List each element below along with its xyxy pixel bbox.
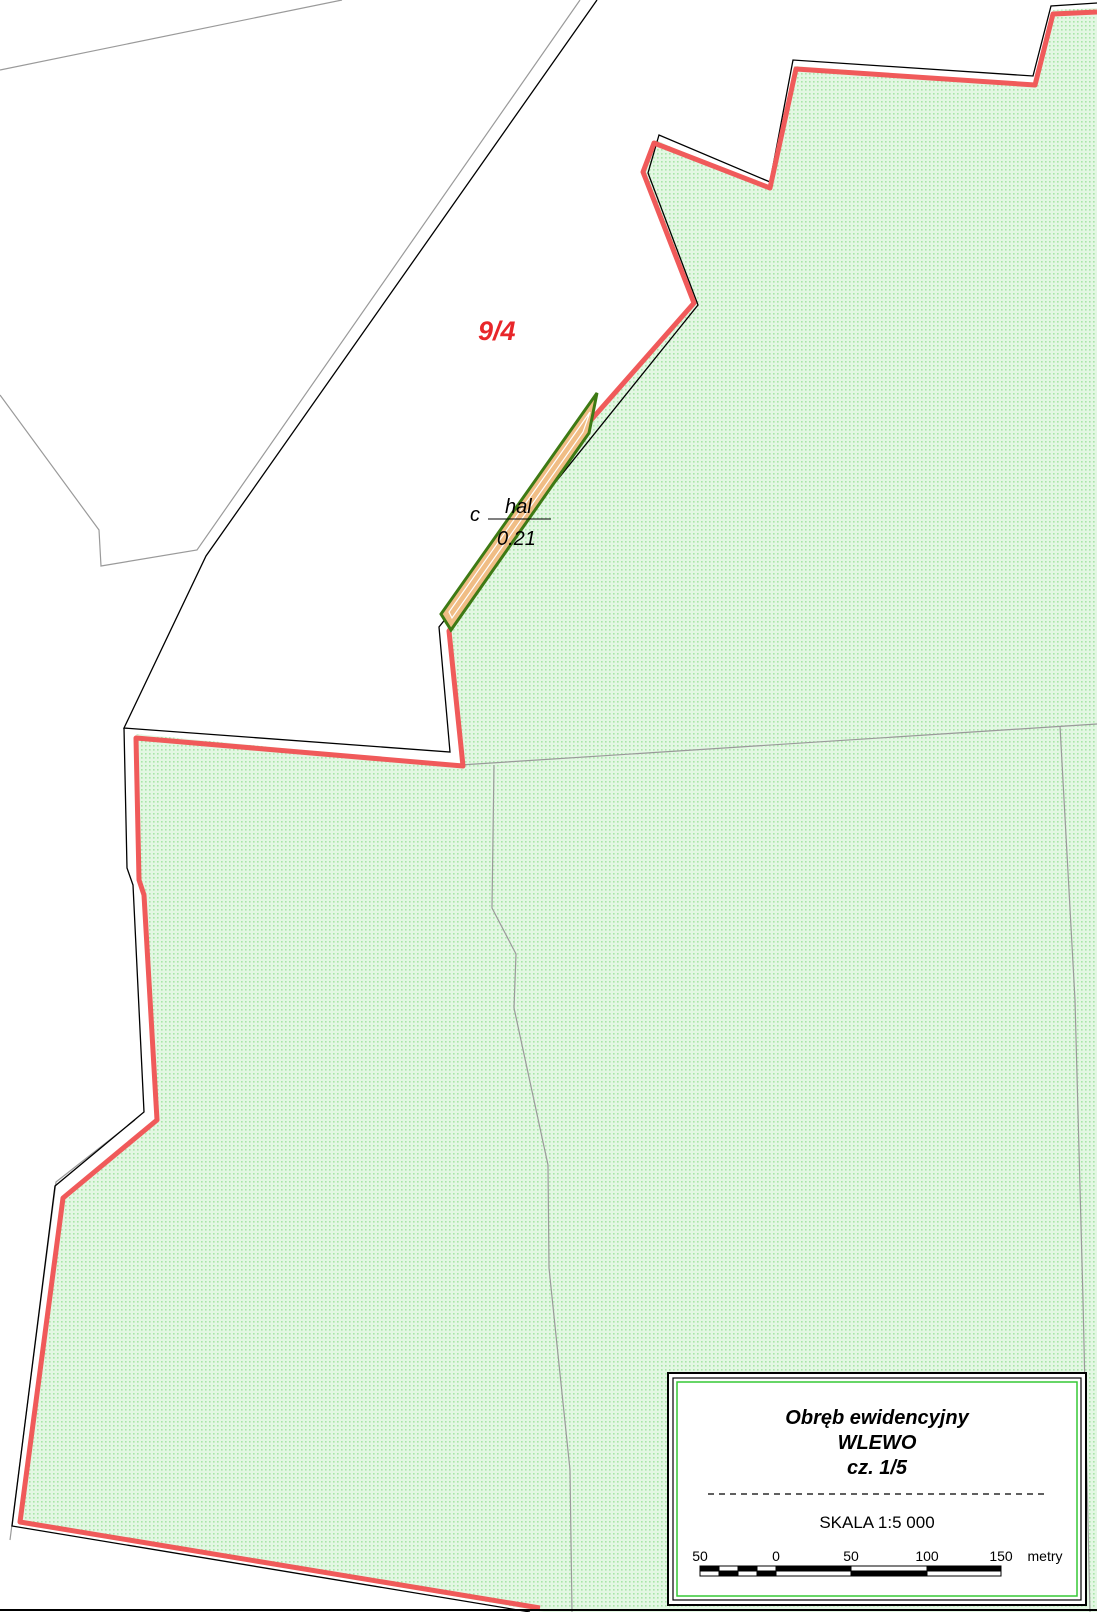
land-use-class: hal [505, 496, 532, 518]
land-use-label: c hal 0.21 [470, 496, 551, 550]
scale-tick-0: 0 [772, 1548, 780, 1564]
scale-tick-150: 150 [989, 1548, 1013, 1564]
legend-title-line3: cz. 1/5 [847, 1457, 908, 1479]
scale-ticks: 50 0 50 100 150 metry [692, 1548, 1062, 1564]
land-use-strip [439, 392, 599, 633]
parcel-outline [11, 0, 1097, 1612]
boundary-line [0, 0, 581, 567]
scale-tick-50: 50 [843, 1548, 859, 1564]
legend-title-line1: Obręb ewidencyjny [785, 1407, 969, 1429]
scale-bar-seg [850, 1570, 928, 1577]
scale-tick-100: 100 [915, 1548, 939, 1564]
scale-text: SKALA 1:5 000 [819, 1513, 934, 1532]
scale-bar-seg [756, 1570, 777, 1577]
parcel-number: 9/4 [478, 316, 516, 346]
legend-frame-inner [676, 1381, 1078, 1597]
legend-frame-mid [672, 1377, 1082, 1601]
scale-tick-50-left: 50 [692, 1548, 708, 1564]
green-area [18, 8, 1097, 1612]
scale-bar-seg [718, 1570, 739, 1577]
legend-title-line2: WLEWO [838, 1432, 917, 1454]
scale-bar-seg [775, 1565, 852, 1572]
boundary-line [459, 723, 1097, 766]
scale-bar-seg [699, 1565, 720, 1572]
land-use-area: 0.21 [497, 528, 536, 550]
boundary-line [491, 764, 573, 1612]
scale-unit: metry [1028, 1548, 1063, 1564]
legend-box: Obręb ewidencyjny WLEWO cz. 1/5 SKALA 1:… [667, 1372, 1087, 1606]
land-use-prefix: c [470, 504, 480, 526]
scale-bar-seg [737, 1565, 758, 1572]
land-use-strip-inner [448, 411, 591, 620]
scale-bar-seg [926, 1565, 1002, 1572]
boundary-line [0, 0, 343, 71]
legend-frame-outer [667, 1372, 1087, 1606]
scale-bar [699, 1565, 1002, 1577]
outline-west [11, 727, 531, 1612]
